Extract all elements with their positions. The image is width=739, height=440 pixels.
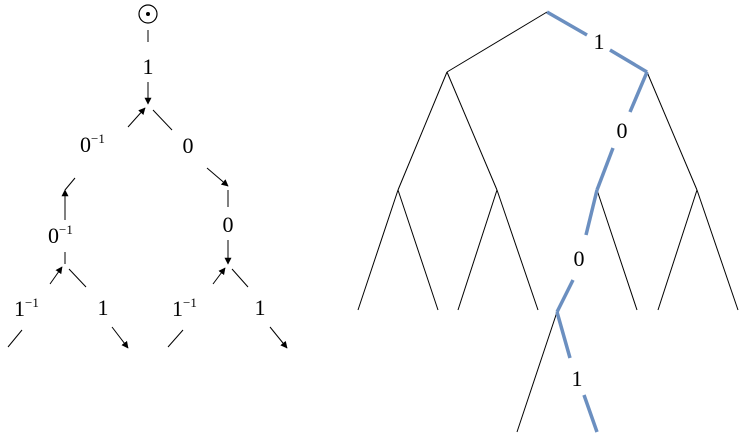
path-seg-3a — [584, 189, 599, 236]
upper-left-edge — [127, 107, 146, 128]
rt-leaf-4b — [696, 189, 739, 311]
path-seg-3b — [555, 279, 575, 313]
lower-lr-edge-bottom — [111, 326, 129, 349]
label-lower-rl: 1−1 — [172, 295, 197, 321]
rt-leaf-4a — [657, 189, 698, 311]
rt-l2-right — [446, 71, 498, 191]
rt-leaf-1a — [357, 189, 399, 311]
path-seg-1a — [546, 10, 588, 37]
rt-label-edge1: 1 — [594, 29, 605, 54]
left-tree: 1 0−1 0 0−1 0 1−1 1 1−1 — [7, 4, 288, 349]
root-node-symbol — [138, 4, 158, 24]
label-lower-rr: 1 — [255, 295, 266, 320]
label-mid-left: 0−1 — [48, 222, 73, 248]
path-seg-2b — [595, 147, 615, 191]
path-seg-4b — [582, 394, 599, 433]
highlighted-path — [546, 10, 649, 433]
rt-l4-left — [516, 311, 558, 433]
rt-leaf-3b — [596, 189, 638, 311]
lower-rr-edge-top — [231, 268, 249, 288]
rt-label-edge2: 0 — [617, 118, 628, 143]
rt-leaf-2a — [457, 189, 498, 311]
path-seg-2a — [628, 71, 649, 113]
label-mid-right: 0 — [223, 212, 234, 237]
rt-l2-left — [397, 71, 448, 191]
upper-right-edge-top — [152, 109, 173, 131]
rt-r2-right — [646, 71, 698, 191]
lower-lr-edge-top — [68, 268, 87, 288]
rt-root-left — [446, 11, 548, 73]
lower-ll-edge — [49, 266, 63, 285]
path-seg-1b — [609, 48, 648, 74]
lower-rl-tail — [167, 329, 184, 348]
right-tree — [357, 11, 739, 433]
label-root-edge: 1 — [143, 54, 154, 79]
lower-rr-edge-bottom — [269, 326, 288, 349]
rt-label-edge3: 0 — [574, 246, 585, 271]
label-upper-left: 0−1 — [80, 131, 105, 157]
label-upper-right: 0 — [183, 133, 194, 158]
rt-leaf-2b — [496, 189, 539, 311]
upper-right-edge-bottom — [206, 167, 229, 187]
label-lower-ll: 1−1 — [14, 295, 39, 321]
rt-label-edge4: 1 — [572, 366, 583, 391]
mid-left-connector — [64, 177, 76, 191]
label-lower-lr: 1 — [98, 295, 109, 320]
rt-leaf-1b — [397, 189, 439, 311]
lower-ll-tail — [7, 329, 23, 348]
lower-rl-edge — [212, 267, 226, 285]
path-seg-4a — [555, 311, 572, 359]
